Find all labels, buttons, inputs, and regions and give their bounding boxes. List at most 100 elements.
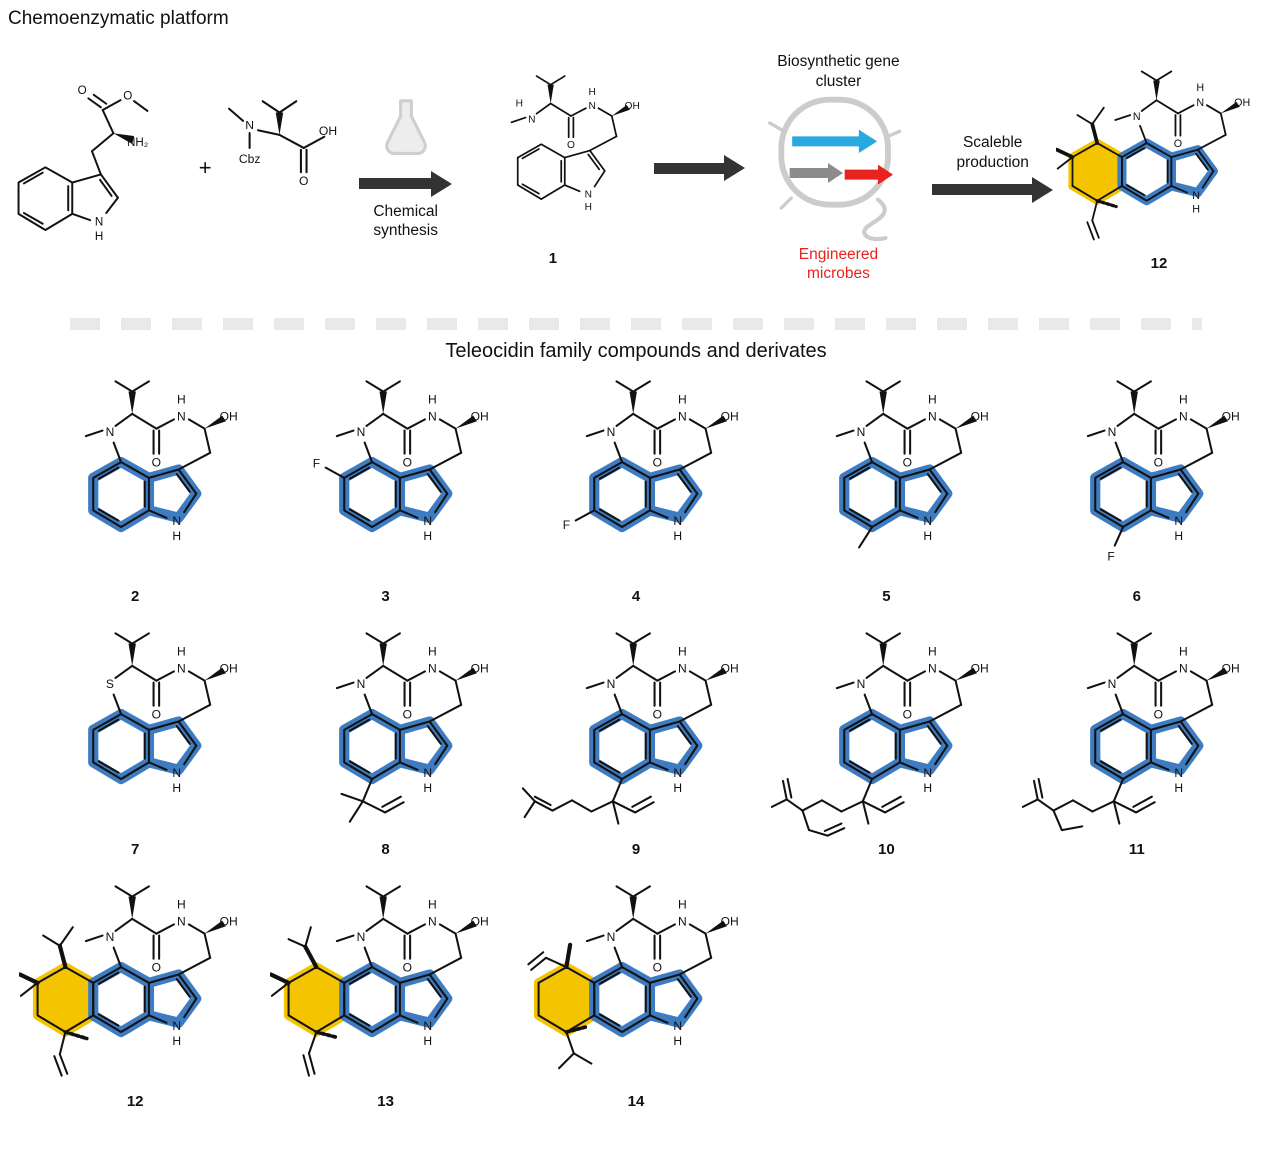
wedge-bond-isopropyl: [128, 643, 137, 667]
molecule-structure: N H H N O OH N H: [19, 884, 238, 1077]
wedge-bond-isopropyl: [629, 391, 637, 414]
terpene-chain-allyl: [771, 778, 906, 837]
section-title: Teleocidin family compounds and derivate…: [445, 340, 827, 362]
flask-icon: [384, 98, 427, 155]
molecule-structure: N H H N O OH N H: [836, 380, 989, 549]
carbonyl-o-label: O: [903, 456, 912, 470]
amide-h-label: H: [928, 393, 937, 407]
amine-label: N: [607, 425, 616, 439]
compound-number: 14: [627, 1092, 645, 1110]
arrow-right-icon: [653, 155, 745, 181]
step-label-line2: production: [956, 153, 1029, 171]
engineered-microbes-block: Biosynthetic gene cluster Engineered mic…: [747, 52, 929, 284]
compound-4: F F F: [511, 373, 761, 605]
hydroxyl-label: OH: [1234, 97, 1250, 109]
carbonyl-o-label: O: [653, 960, 662, 974]
indole-h-label: H: [585, 202, 592, 213]
indole-h-label: H: [1174, 529, 1183, 543]
molecule-bonds: [836, 632, 963, 781]
amide-h-label: H: [678, 393, 687, 407]
molecule-structure: N H H N O OH N H: [1021, 632, 1240, 832]
molecule-bonds: [84, 380, 212, 529]
indole-h-label: H: [924, 781, 933, 795]
amine-label: NH₂: [127, 136, 148, 149]
ester-o-label: O: [123, 89, 132, 102]
cbz-label: Cbz: [239, 152, 261, 166]
compound-number: 8: [381, 840, 390, 858]
teleocidin-substituents-c: [527, 942, 593, 1069]
atom-labels: S H H N O OH N H: [106, 645, 238, 795]
carbonyl-o-label: O: [1153, 456, 1162, 470]
compound-12-container: N H H N O OH N H 12: [1055, 64, 1262, 272]
amide-n-label: N: [588, 101, 595, 112]
indole-h-label: H: [423, 1034, 432, 1048]
molecule-structure: N H H N O OH N H: [771, 632, 989, 837]
compound-number: 7: [131, 840, 140, 858]
compound-9: N H H N O OH N H 9: [511, 625, 761, 858]
amine-label: N: [528, 114, 535, 125]
wedge-bond-hydroxymethyl: [455, 667, 477, 681]
molecule-structure: F F F: [1086, 380, 1240, 563]
carbonyl-o-label: O: [402, 456, 411, 470]
tryptophan-structure: O O NH₂ N H: [17, 84, 149, 243]
compound-7: S H H N O OH N H 7: [10, 625, 260, 858]
carbonyl-o-label: O: [152, 960, 161, 974]
substituent-c5: F: [312, 457, 345, 479]
plus-sign: +: [198, 155, 212, 180]
amine-label: N: [1133, 111, 1141, 123]
substituent-c6: F: [563, 509, 596, 532]
amide-n-label: N: [678, 409, 687, 423]
compound-6: F F F: [1012, 373, 1262, 605]
wedge-bond-hydroxymethyl: [1206, 667, 1228, 681]
amide-n-label: N: [428, 662, 437, 676]
amide-h-label: H: [177, 645, 186, 659]
hydroxyl-label: OH: [624, 101, 639, 112]
amide-h-label: H: [678, 645, 687, 659]
wedge-bond-hydroxymethyl: [705, 415, 727, 429]
molecule-structure: F F F: [563, 380, 739, 543]
indole-n-label: N: [173, 514, 182, 528]
indole-h-label: H: [423, 529, 432, 543]
amine-label: N: [857, 677, 866, 691]
amide-n-label: N: [177, 914, 186, 928]
wedge-bond-isopropyl: [629, 643, 637, 667]
amide-h-label: H: [428, 645, 437, 659]
hydroxyl-label: OH: [721, 409, 739, 423]
wedge-bond-hydroxymethyl: [1220, 101, 1240, 114]
indole-h-label: H: [173, 529, 182, 543]
step-label-line1: Chemical: [373, 202, 438, 220]
wedge-bond-hydroxymethyl: [455, 415, 477, 429]
atom-labels: N H H N O OH N H: [106, 897, 238, 1047]
wedge-bond-hydroxymethyl: [204, 667, 227, 681]
hydroxyl-label: OH: [220, 914, 238, 928]
svg-text:F: F: [1107, 549, 1114, 563]
hydroxyl-label: OH: [1221, 409, 1239, 423]
wedge-bond-hydroxymethyl: [1206, 415, 1228, 429]
amide-h-label: H: [1179, 393, 1188, 407]
bacteria-icon: [768, 96, 902, 242]
indole-n-label: N: [173, 1019, 182, 1033]
indole-h-label: H: [1174, 781, 1183, 795]
amide-n-label: N: [1196, 97, 1204, 109]
amide-n-label: N: [928, 662, 937, 676]
molecule-bonds: [335, 380, 462, 529]
atom-labels: N H H N O OH N H: [1133, 82, 1250, 215]
hydroxyl-label: OH: [470, 409, 488, 423]
wedge-bond-amine: [113, 133, 135, 145]
indole-n-label: N: [1174, 514, 1183, 528]
arrow-right-icon: [359, 170, 453, 197]
wedge-bond-hydroxymethyl: [955, 667, 978, 681]
hydroxyl-label: OH: [470, 662, 488, 676]
wedge-bond-hydroxymethyl: [455, 920, 477, 934]
reactant-valine-cbz: N Cbz O OH: [216, 77, 356, 259]
gene-cluster-line1: Biosynthetic gene: [777, 53, 900, 71]
step-label-line2: synthesis: [373, 222, 438, 239]
wedge-bond-hydroxymethyl: [705, 667, 727, 681]
indole-n-label: N: [673, 514, 682, 528]
amine-label: N: [106, 425, 115, 439]
atom-labels: N H H N O OH N H: [356, 393, 488, 543]
dashed-divider: [70, 318, 1202, 330]
compound-number: 4: [631, 588, 641, 606]
compound-number: 11: [1128, 840, 1145, 858]
geranyl-chain: [521, 778, 655, 825]
